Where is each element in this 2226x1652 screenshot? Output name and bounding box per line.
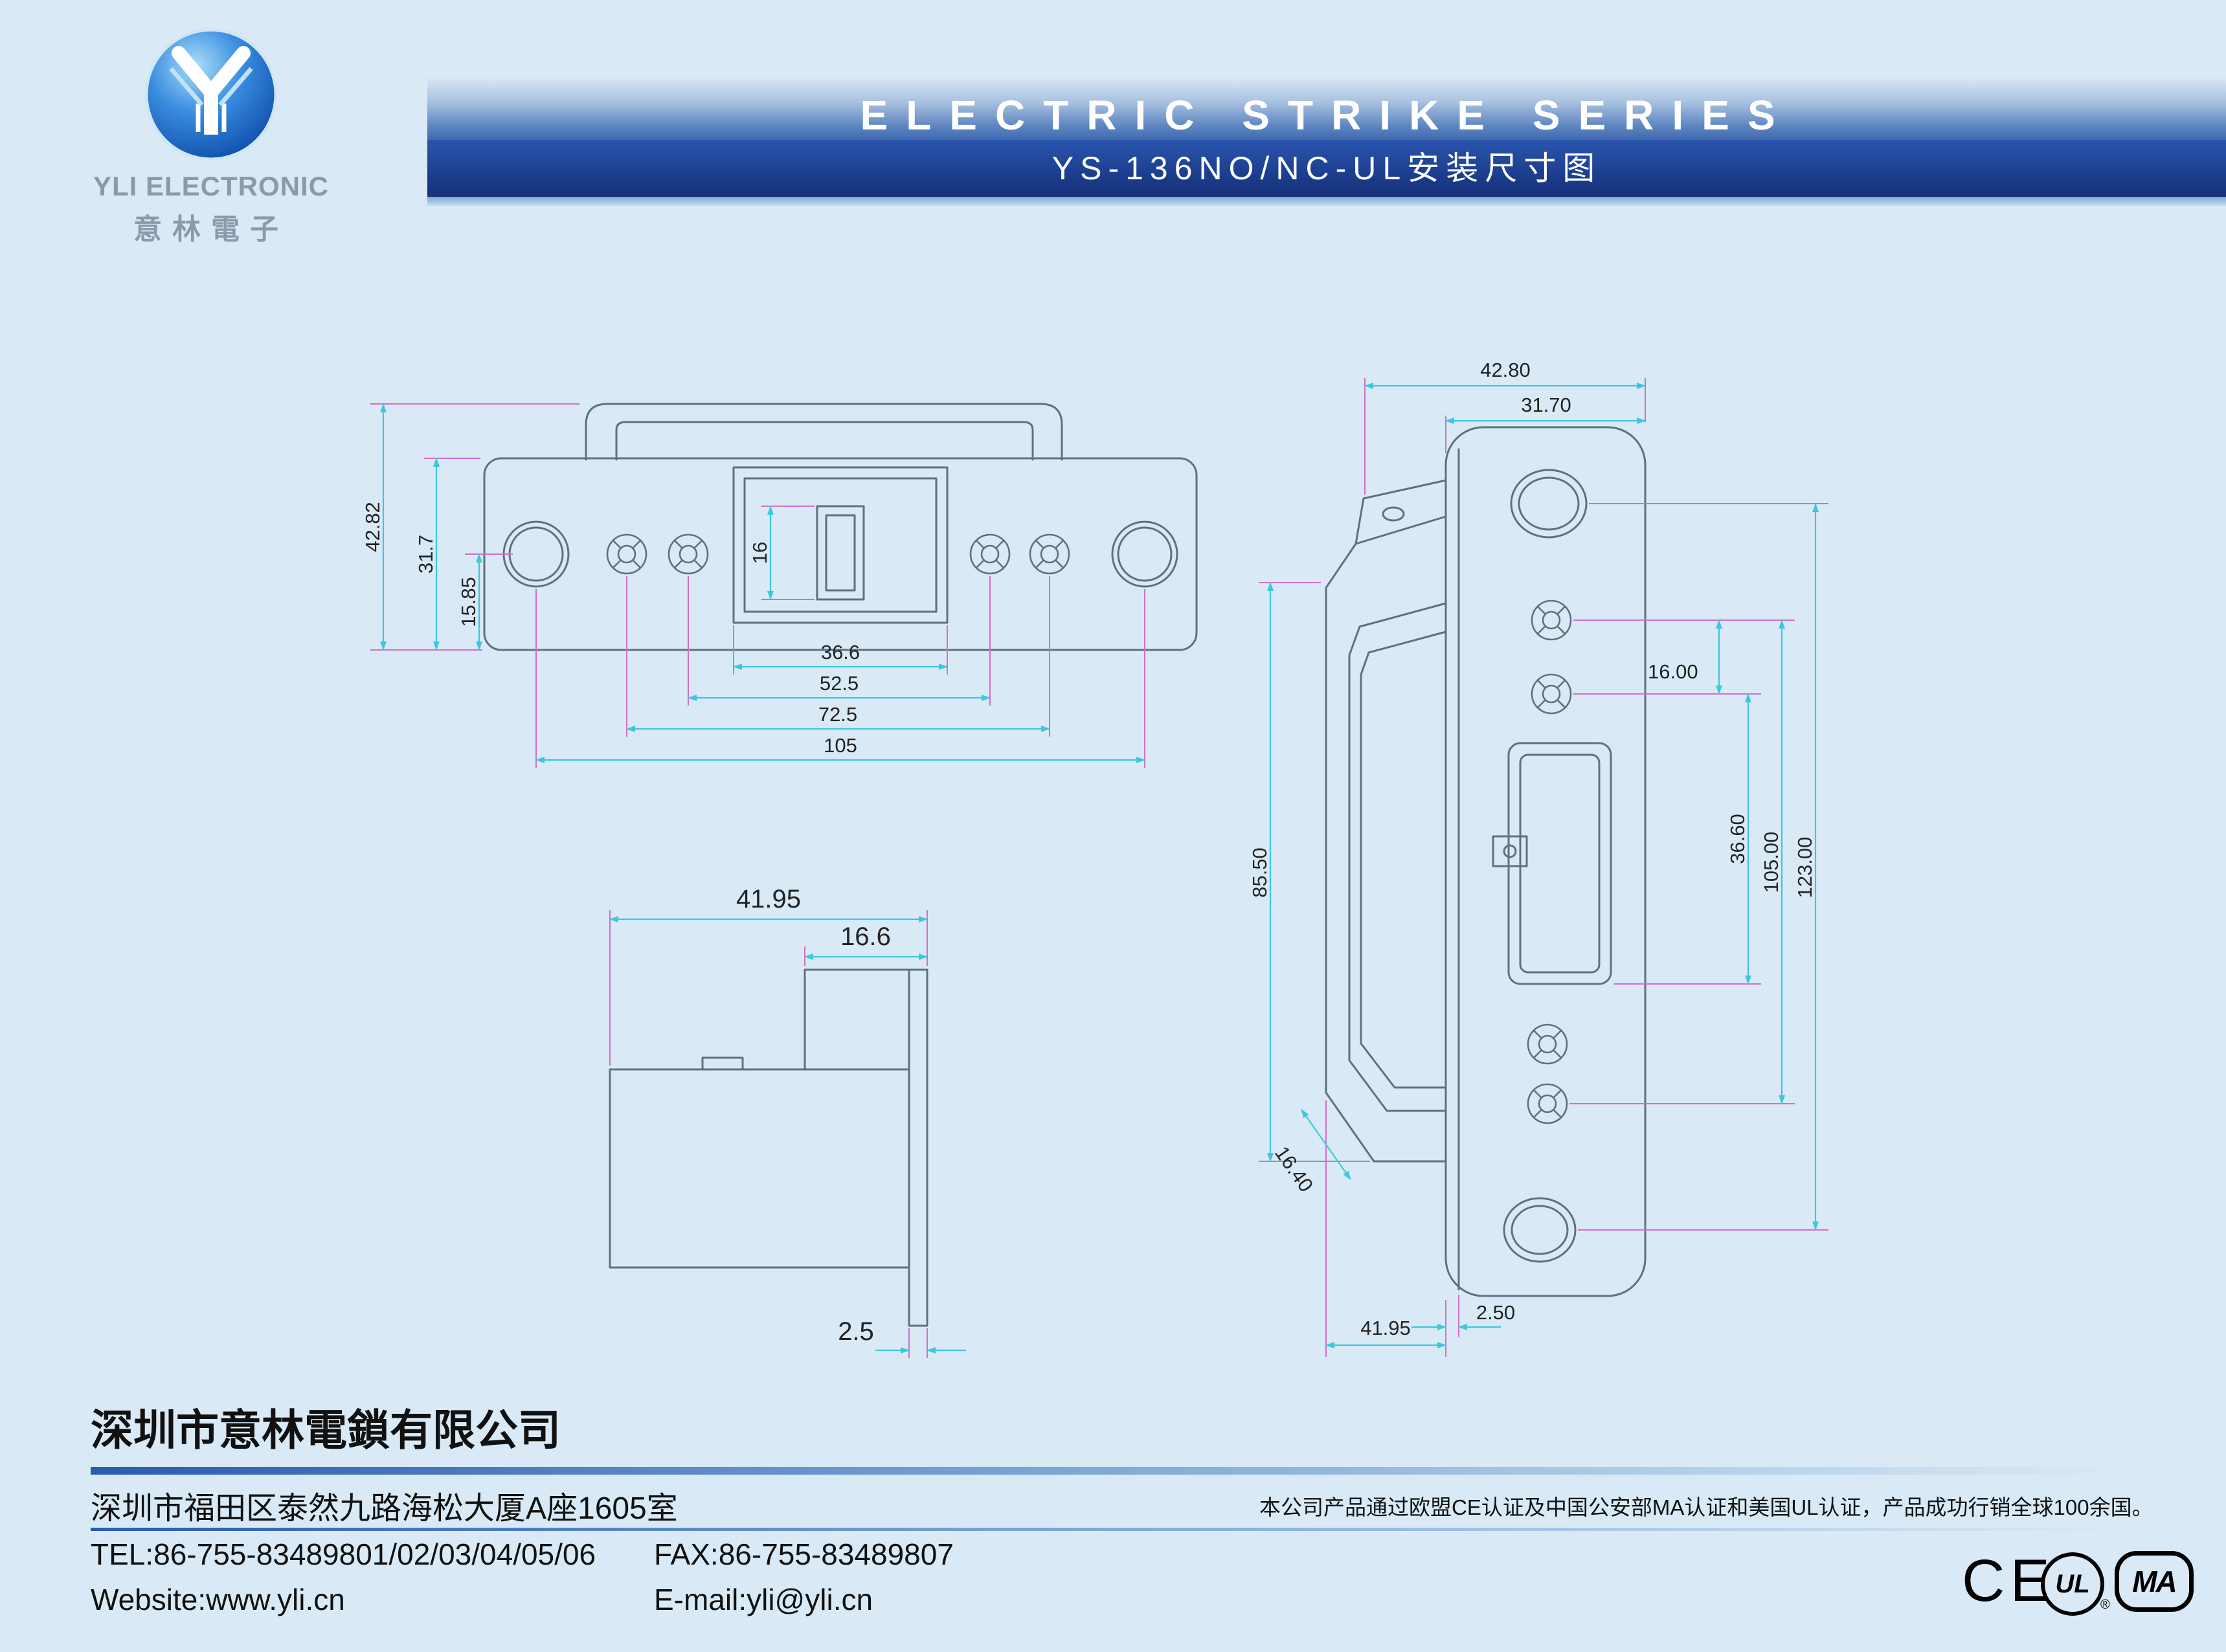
- perspective-view: 42.80 31.70 16.00 85.50 36.60 105.00 123…: [1248, 359, 1828, 1357]
- dim-label-chamfer: 16.40: [1270, 1142, 1318, 1196]
- footer-tel: TEL:86-755-83489801/02/03/04/05/06: [91, 1537, 596, 1571]
- tab-side-outline: [804, 968, 910, 1071]
- dim-label-depth: 41.95: [736, 885, 801, 913]
- screw-hole: [668, 533, 709, 575]
- perspective-extension-lines: [1259, 378, 1828, 1357]
- perspective-outlines: [1325, 426, 1647, 1297]
- front-view-dimension-lines: [380, 403, 1145, 763]
- ma-mark-icon: MA: [2115, 1551, 2194, 1612]
- mount-hole-right: [1111, 520, 1178, 588]
- dim-label-105: 105: [824, 734, 857, 757]
- latch-tab: [816, 505, 865, 601]
- dim-label-total-width: 42.80: [1480, 359, 1531, 381]
- faceplate-edge: [908, 968, 928, 1327]
- dim-label-keeper-length: 36.60: [1726, 814, 1749, 864]
- footer-fax: FAX:86-755-83489807: [654, 1537, 954, 1571]
- dim-label-plate-height: 31.7: [414, 535, 437, 574]
- front-view-outlines: [483, 403, 1198, 651]
- model-subtitle: YS-136NO/NC-UL安装尺寸图: [1051, 150, 1602, 186]
- side-view-dimension-lines: [609, 916, 966, 1354]
- footer-address: 深圳市福田区泰然九路海松大厦A座1605室: [91, 1491, 678, 1526]
- logo-icon: [144, 28, 278, 161]
- latch-opening: [1507, 742, 1612, 985]
- series-title: ELECTRIC STRIKE SERIES: [860, 92, 1793, 139]
- side-view-outlines: [609, 968, 928, 1327]
- footer-divider-thick: [91, 1467, 2226, 1475]
- screw-hole: [969, 533, 1011, 575]
- ul-mark-label: UL: [2055, 1569, 2090, 1598]
- side-view: 41.95 16.6 2.5: [609, 885, 966, 1358]
- mount-hole-left: [502, 520, 570, 588]
- dim-label-plate-thickness: 2.50: [1476, 1301, 1515, 1324]
- footer-email: E-mail:yli@yli.cn: [654, 1583, 873, 1616]
- logo-company-name-cn: 意林電子: [133, 214, 289, 245]
- ma-mark-label: MA: [2132, 1565, 2177, 1598]
- footer-certification-note: 本公司产品通过欧盟CE认证及中国公安部MA认证和美国UL认证，产品成功行销全球1…: [1259, 1495, 2153, 1519]
- latch-tongue: [1492, 835, 1528, 867]
- latch-housing: [732, 466, 949, 624]
- dim-label-screw-span: 105.00: [1760, 832, 1782, 893]
- screw-hole: [1531, 599, 1572, 641]
- faceplate-outline: [1445, 426, 1647, 1297]
- dim-label-overall-height: 42.82: [361, 502, 384, 552]
- dim-label-thickness: 2.5: [838, 1317, 874, 1346]
- footer-website: Website:www.yli.cn: [91, 1583, 345, 1616]
- dim-label-tab-depth: 16.6: [840, 922, 891, 951]
- dim-label-36-6: 36.6: [821, 641, 860, 664]
- logo-company-name-en: YLI ELECTRONIC: [93, 171, 329, 201]
- side-view-extension-lines: [609, 910, 928, 1358]
- mount-hole-top: [1510, 469, 1588, 539]
- ce-mark-icon: CE: [1962, 1548, 2055, 1614]
- dim-label-latch: 16: [748, 542, 771, 564]
- screw-hole: [1527, 1023, 1568, 1065]
- dim-label-plate-length: 123.00: [1793, 837, 1816, 899]
- body-side-outline: [609, 1068, 910, 1269]
- screw-hole: [1531, 673, 1572, 715]
- keeper-cavity: [1348, 602, 1447, 1112]
- dim-label-half-height: 15.85: [457, 577, 480, 627]
- company-logo: YLI ELECTRONIC 意林電子: [69, 19, 354, 247]
- dim-label-plate-width: 31.70: [1521, 394, 1571, 416]
- strike-body-outline: [1325, 515, 1447, 1163]
- banner-accent-strip: [427, 197, 2226, 206]
- screw-hole: [606, 533, 647, 575]
- ul-mark-icon: UL: [2041, 1552, 2104, 1616]
- footer-divider-thin: [91, 1528, 2226, 1531]
- footer-company-name: 深圳市意林電鎖有限公司: [91, 1406, 561, 1454]
- dim-label-body-depth: 41.95: [1360, 1317, 1411, 1339]
- banner-title-band: ELECTRIC STRIKE SERIES: [427, 76, 2226, 140]
- dim-label-72-5: 72.5: [818, 703, 857, 726]
- perspective-dimension-lines: [1267, 383, 1819, 1348]
- screw-hole: [1527, 1083, 1568, 1124]
- ul-registered-symbol: ®: [2100, 1598, 2110, 1612]
- mount-hole-bottom: [1503, 1197, 1577, 1263]
- screw-hole: [1029, 533, 1070, 575]
- dim-label-body-length: 85.50: [1248, 847, 1271, 898]
- dim-label-52-5: 52.5: [820, 672, 859, 695]
- dim-label-screw-gap: 16.00: [1648, 660, 1698, 683]
- header-banner: ELECTRIC STRIKE SERIES YS-136NO/NC-UL安装尺…: [427, 76, 2226, 206]
- banner-subtitle-band: YS-136NO/NC-UL安装尺寸图: [427, 140, 2226, 197]
- strike-plate-outline: [483, 457, 1198, 651]
- front-view: 42.82 31.7 15.85 16 36.6 52.5 72.5 105: [361, 403, 1198, 768]
